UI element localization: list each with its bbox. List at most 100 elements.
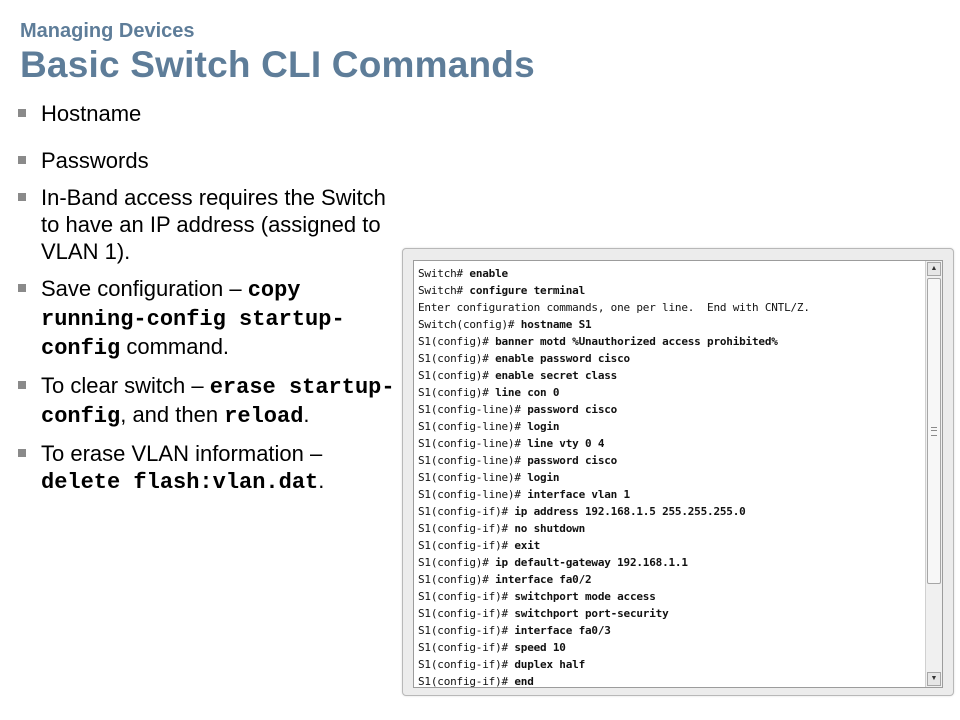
bullet-item: Passwords	[18, 147, 396, 174]
terminal-line: S1(config-line)# password cisco	[418, 401, 926, 418]
terminal-line: Switch# enable	[418, 265, 926, 282]
terminal-command: configure terminal	[462, 284, 585, 297]
bullet-square-icon	[18, 193, 26, 201]
terminal-command: enable secret class	[488, 369, 618, 382]
terminal-line: Enter configuration commands, one per li…	[418, 299, 926, 316]
terminal-line: S1(config-line)# password cisco	[418, 452, 926, 469]
terminal-command: no shutdown	[507, 522, 585, 535]
terminal-prompt: Switch#	[418, 267, 463, 280]
bullet-text: Passwords	[41, 148, 149, 173]
grip-icon	[931, 427, 937, 436]
terminal-command: password cisco	[520, 454, 618, 467]
terminal-command: switchport mode access	[507, 590, 656, 603]
terminal-prompt: S1(config-line)#	[418, 403, 521, 416]
terminal-command: hostname S1	[514, 318, 592, 331]
terminal-line: S1(config-if)# exit	[418, 537, 926, 554]
terminal-command: exit	[507, 539, 541, 552]
terminal-prompt: S1(config-line)#	[418, 471, 521, 484]
terminal-command: ip address 192.168.1.5 255.255.255.0	[507, 505, 746, 518]
scroll-down-icon[interactable]: ▼	[927, 672, 941, 686]
terminal-line: S1(config-if)# interface fa0/3	[418, 622, 926, 639]
terminal-prompt: Switch#	[418, 284, 463, 297]
terminal-prompt: S1(config-line)#	[418, 437, 521, 450]
terminal-line: S1(config-if)# ip address 192.168.1.5 25…	[418, 503, 926, 520]
terminal-prompt: S1(config-if)#	[418, 590, 508, 603]
terminal-command: line con 0	[488, 386, 560, 399]
bullet-text: .	[303, 402, 310, 427]
bullet-text: In-Band access requires the Switch to ha…	[41, 185, 386, 264]
command-text: delete flash:vlan.dat	[41, 470, 319, 495]
terminal-prompt: Switch(config)#	[418, 318, 515, 331]
bullet-square-icon	[18, 449, 26, 457]
section-title: Managing Devices	[20, 20, 195, 42]
terminal-prompt: S1(config-if)#	[418, 658, 508, 671]
terminal-prompt: S1(config)#	[418, 386, 489, 399]
terminal-line: S1(config)# ip default-gateway 192.168.1…	[418, 554, 926, 571]
terminal-command: login	[520, 420, 560, 433]
terminal-line: S1(config-line)# interface vlan 1	[418, 486, 926, 503]
bullet-text: Hostname	[41, 101, 142, 126]
terminal-command: switchport port-security	[507, 607, 669, 620]
terminal-line: Switch(config)# hostname S1	[418, 316, 926, 333]
command-text: erase startup-config	[41, 375, 395, 429]
bullet-item: Save configuration – copy running-config…	[18, 275, 396, 362]
terminal-prompt: S1(config-line)#	[418, 488, 521, 501]
terminal-line: S1(config)# line con 0	[418, 384, 926, 401]
bullet-item: In-Band access requires the Switch to ha…	[18, 184, 396, 265]
terminal-line: S1(config)# enable password cisco	[418, 350, 926, 367]
terminal-prompt: S1(config-if)#	[418, 607, 508, 620]
bullet-square-icon	[18, 156, 26, 164]
bullet-item: To clear switch – erase startup-config, …	[18, 372, 396, 430]
terminal-prompt: S1(config)#	[418, 352, 489, 365]
terminal-prompt: Enter configuration commands, one per li…	[418, 301, 810, 314]
bullet-text: To erase VLAN information –	[41, 441, 323, 466]
terminal-command: end	[507, 675, 534, 688]
scroll-up-icon[interactable]: ▲	[927, 262, 941, 276]
bullet-text: To clear switch –	[41, 373, 210, 398]
terminal-command: ip default-gateway 192.168.1.1	[488, 556, 688, 569]
terminal-line: S1(config-line)# line vty 0 4	[418, 435, 926, 452]
terminal-prompt: S1(config-if)#	[418, 624, 508, 637]
bullet-text: .	[318, 468, 325, 493]
terminal-command: banner motd %Unauthorized access prohibi…	[488, 335, 778, 348]
terminal-command: interface fa0/2	[488, 573, 592, 586]
vertical-scrollbar[interactable]: ▲ ▼	[925, 261, 942, 687]
terminal-prompt: S1(config-line)#	[418, 420, 521, 433]
scrollbar-thumb[interactable]	[927, 278, 941, 584]
terminal-prompt: S1(config)#	[418, 369, 489, 382]
terminal-line: S1(config-if)# no shutdown	[418, 520, 926, 537]
bullet-text: command.	[120, 334, 230, 359]
terminal-command: interface vlan 1	[520, 488, 630, 501]
terminal-command: line vty 0 4	[520, 437, 605, 450]
bullet-square-icon	[18, 109, 26, 117]
terminal-prompt: S1(config)#	[418, 556, 489, 569]
bullet-item: Hostname	[18, 100, 396, 127]
terminal-command: enable	[462, 267, 508, 280]
terminal-prompt: S1(config-line)#	[418, 454, 521, 467]
terminal-prompt: S1(config-if)#	[418, 675, 508, 688]
command-text: copy running-config startup-config	[41, 278, 345, 361]
bullet-square-icon	[18, 284, 26, 292]
terminal-command: duplex half	[507, 658, 585, 671]
terminal-command: enable password cisco	[488, 352, 630, 365]
terminal-command: login	[520, 471, 560, 484]
terminal-prompt: S1(config-if)#	[418, 539, 508, 552]
bullet-item: To erase VLAN information – delete flash…	[18, 440, 396, 496]
terminal-line: S1(config)# banner motd %Unauthorized ac…	[418, 333, 926, 350]
terminal-prompt: S1(config-if)#	[418, 505, 508, 518]
terminal-command: speed 10	[507, 641, 566, 654]
terminal-line: S1(config-line)# login	[418, 418, 926, 435]
bullet-square-icon	[18, 381, 26, 389]
terminal-line: S1(config-if)# end	[418, 673, 926, 688]
terminal-command: interface fa0/3	[507, 624, 611, 637]
terminal-line: S1(config-line)# login	[418, 469, 926, 486]
command-text: reload	[224, 404, 304, 429]
terminal-prompt: S1(config)#	[418, 573, 489, 586]
terminal-prompt: S1(config)#	[418, 335, 489, 348]
terminal-prompt: S1(config-if)#	[418, 641, 508, 654]
slide-title: Basic Switch CLI Commands	[20, 44, 535, 85]
terminal-prompt: S1(config-if)#	[418, 522, 508, 535]
terminal-line: Switch# configure terminal	[418, 282, 926, 299]
